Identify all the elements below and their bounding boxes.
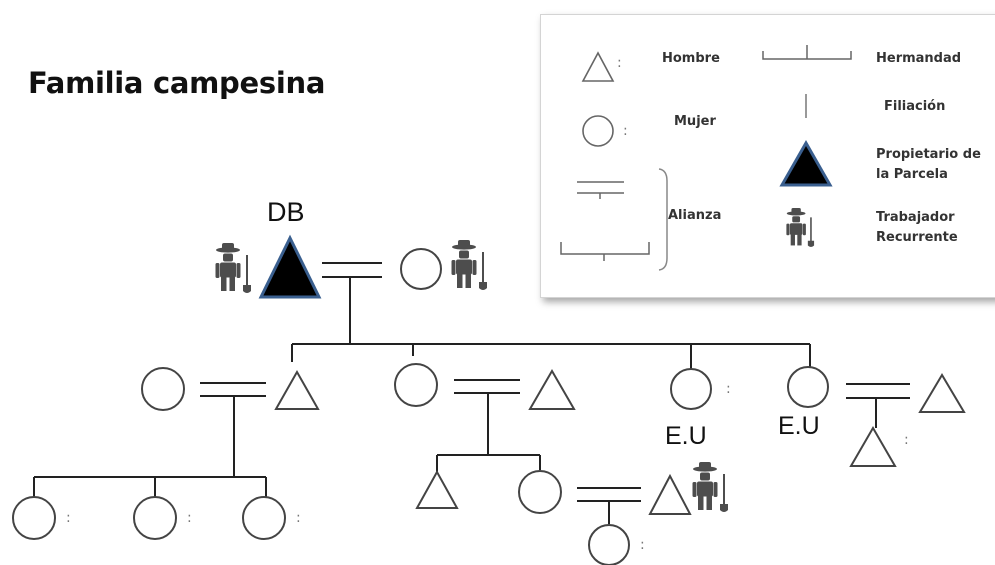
- svg-text::: :: [617, 55, 622, 71]
- svg-text::: :: [296, 510, 301, 526]
- svg-text::: :: [187, 510, 192, 526]
- male-triangle: [918, 373, 966, 413]
- svg-text::: :: [640, 537, 645, 553]
- male-triangle: [415, 469, 459, 509]
- legend-landowner-icon: [779, 139, 833, 187]
- legend-propietario: Propietario de la Parcela: [876, 147, 981, 182]
- wife-circle: [400, 248, 442, 290]
- legend-box: : : Hombre Mujer Alianza Hermandad Filia…: [540, 14, 995, 298]
- legend-trabajador: Trabajador Recurrente: [876, 210, 958, 245]
- female-circle: [588, 524, 630, 565]
- female-circle: [518, 470, 562, 514]
- male-triangle: [849, 426, 897, 467]
- female-circle: [12, 496, 56, 540]
- svg-text::: :: [66, 510, 71, 526]
- legend-female-icon: [582, 115, 614, 147]
- legend-hermandad: Hermandad: [876, 51, 962, 66]
- male-triangle: [274, 369, 320, 410]
- female-circle: [394, 363, 438, 407]
- page-title: Familia campesina: [28, 66, 326, 100]
- svg-text::: :: [726, 381, 731, 397]
- legend-farmer-icon: [786, 208, 815, 247]
- legend-alianza: Alianza: [668, 208, 722, 223]
- farmer-icon: [215, 243, 251, 293]
- farmer-icon: [692, 462, 728, 512]
- female-circle: [242, 496, 286, 540]
- female-circle: [670, 368, 712, 410]
- female-circle: [133, 496, 177, 540]
- legend-brace-icon: [658, 168, 668, 271]
- female-circle: [787, 366, 829, 408]
- svg-text::: :: [623, 123, 628, 139]
- female-circle: [141, 367, 185, 411]
- label-eu: E.U: [665, 422, 707, 450]
- legend-alliance-bracket-icon: [560, 242, 650, 255]
- svg-text::: :: [904, 432, 909, 448]
- legend-hombre: Hombre: [662, 51, 720, 66]
- farmer-icon: [451, 240, 487, 290]
- legend-symbols: : :: [560, 45, 852, 271]
- landowner-triangle: [258, 234, 322, 299]
- male-triangle: [648, 473, 692, 515]
- male-triangle: [528, 369, 576, 410]
- label-eu: E.U: [778, 412, 820, 440]
- label-db: DB: [267, 197, 305, 227]
- legend-mujer: Mujer: [674, 114, 716, 129]
- legend-filiacion: Filiación: [884, 99, 946, 114]
- legend-male-icon: [581, 51, 615, 82]
